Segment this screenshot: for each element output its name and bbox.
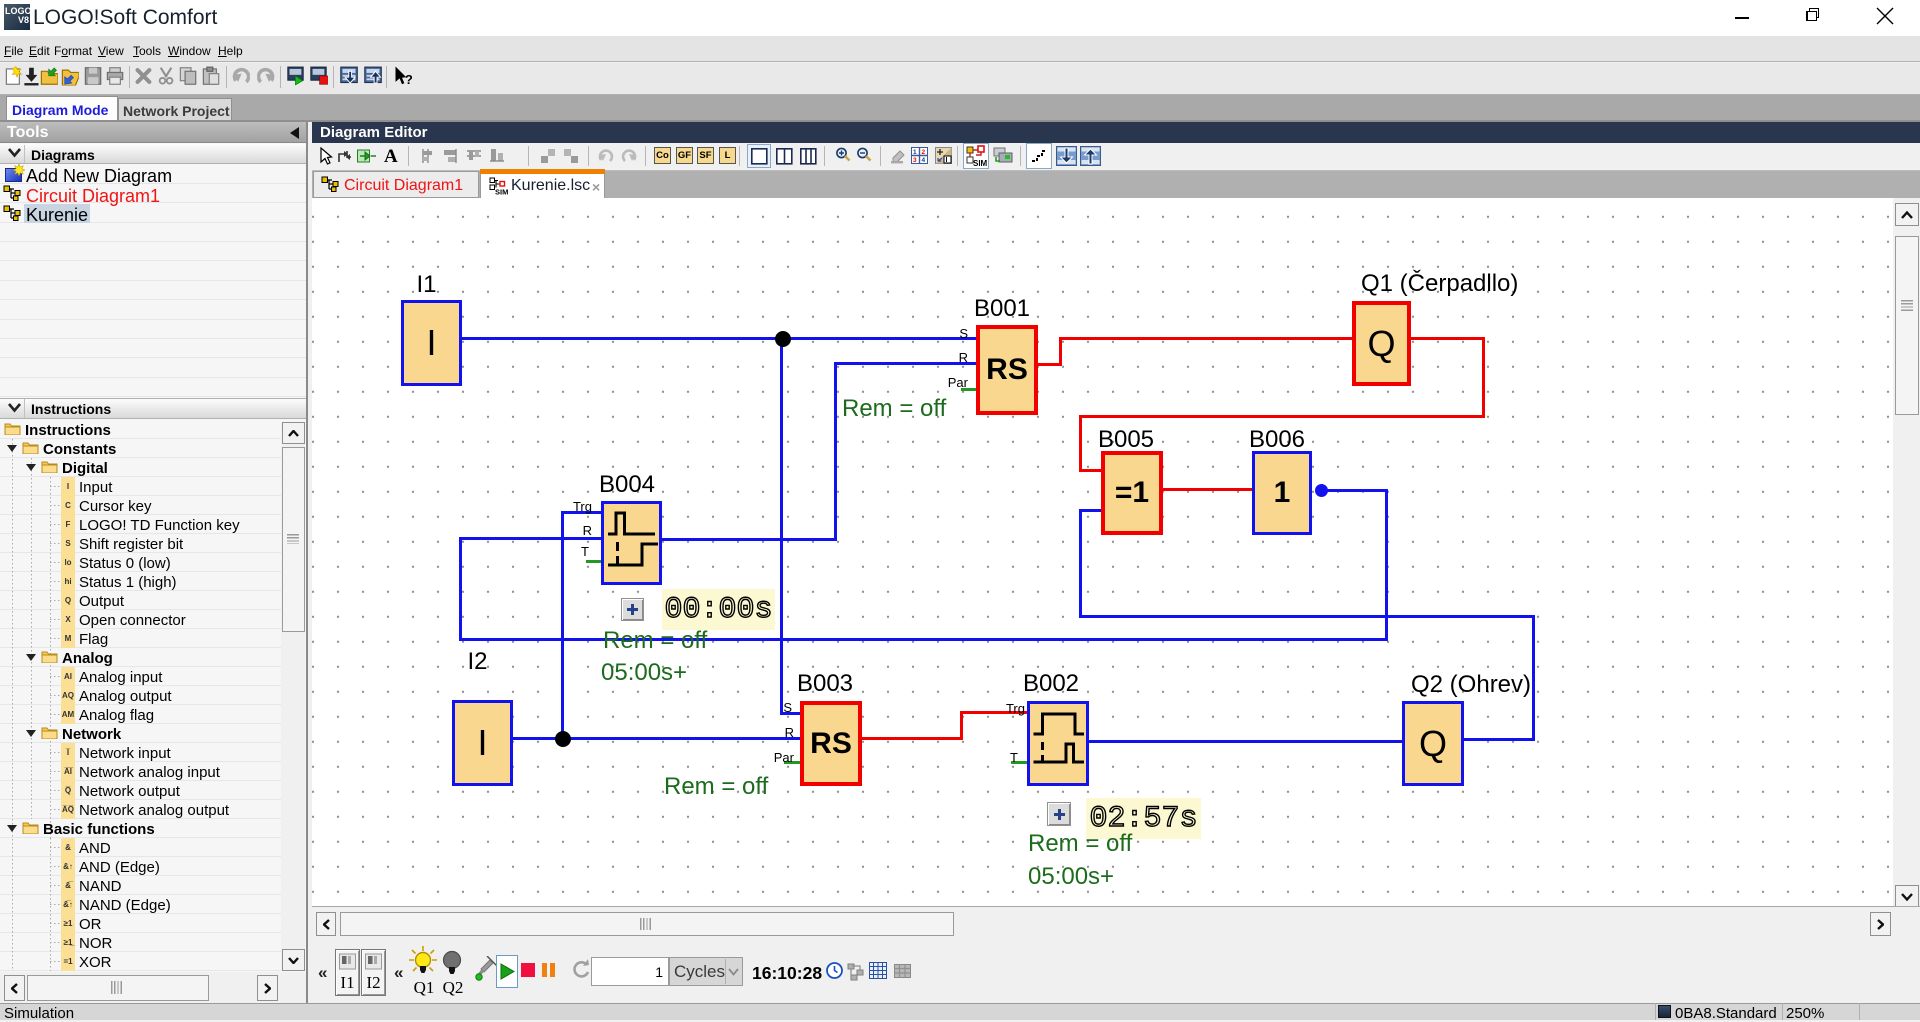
svg-text:?: ? [405, 72, 412, 85]
svg-text:4: 4 [922, 157, 926, 164]
svg-text:2: 2 [922, 149, 926, 156]
svg-text:1: 1 [913, 149, 917, 156]
svg-text:SIM: SIM [495, 188, 508, 196]
svg-text:SIM: SIM [973, 159, 987, 167]
svg-text:I: I [946, 157, 948, 164]
svg-text:3: 3 [913, 157, 917, 164]
